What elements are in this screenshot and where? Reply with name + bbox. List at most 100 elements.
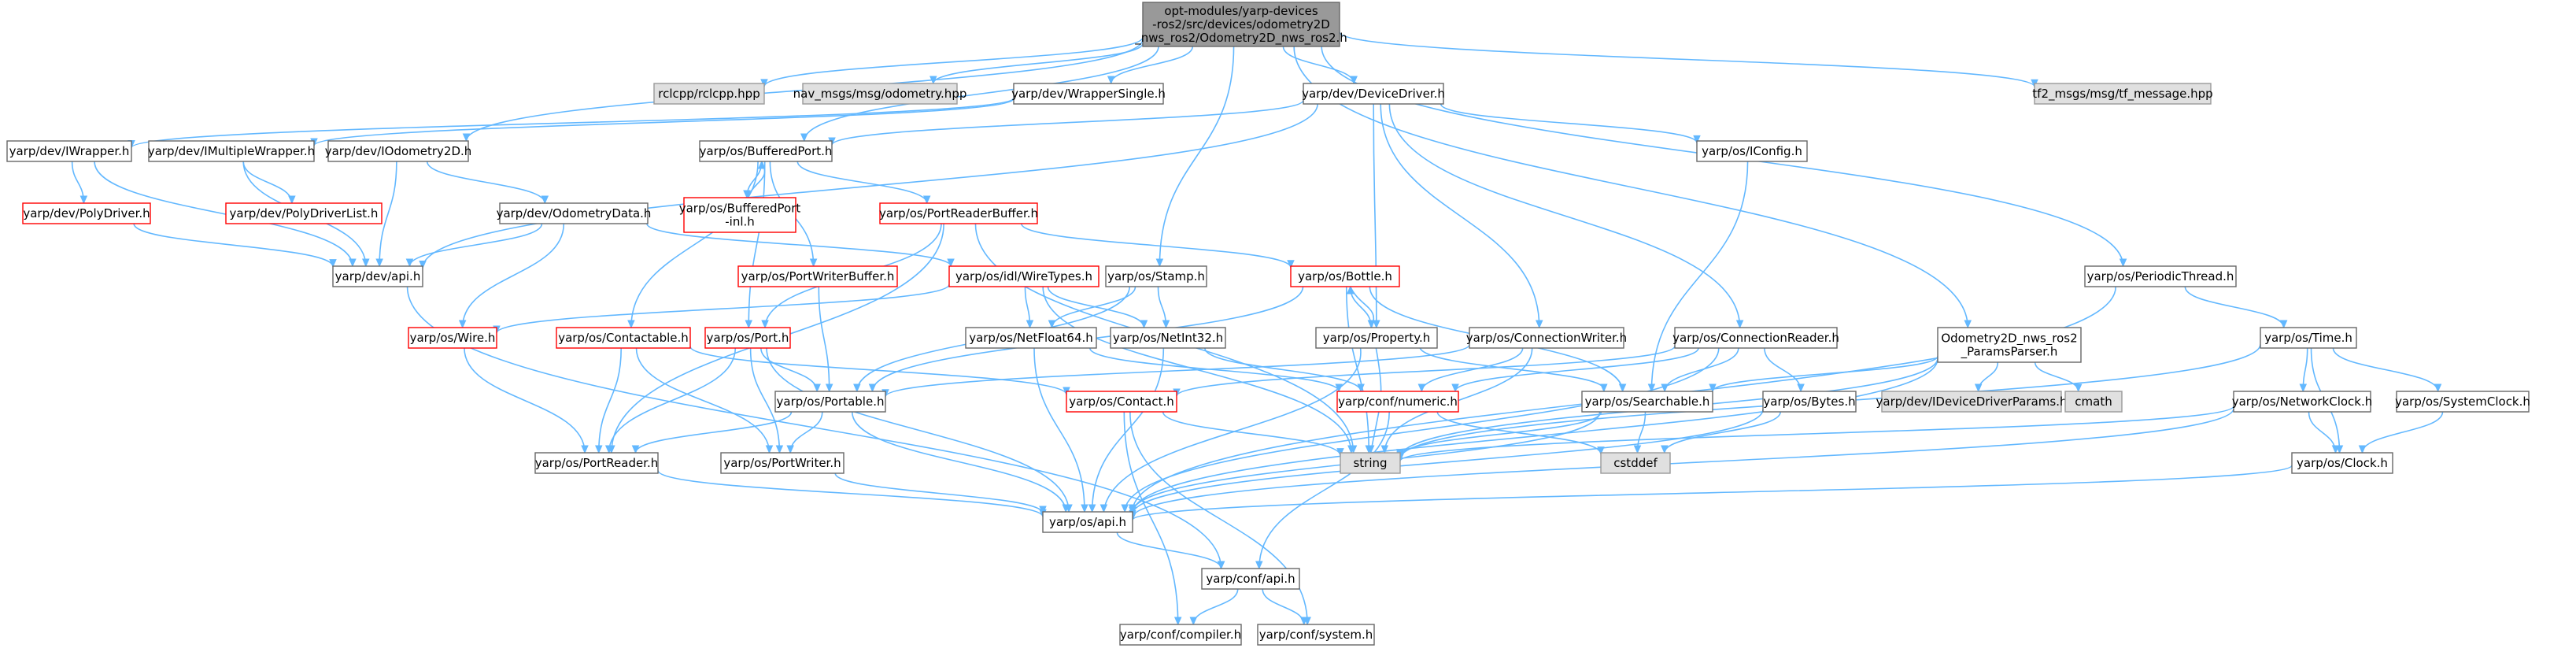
- node-systemclock[interactable]: yarp/os/SystemClock.h: [2395, 391, 2530, 413]
- node-wire[interactable]: yarp/os/Wire.h: [408, 327, 497, 349]
- node-root[interactable]: opt-modules/yarp-devices-ros2/src/device…: [1134, 2, 1347, 47]
- node-box[interactable]: [948, 265, 1100, 287]
- node-port[interactable]: yarp/os/Port.h: [704, 327, 791, 349]
- node-box[interactable]: [699, 140, 833, 162]
- node-box[interactable]: [1581, 391, 1713, 413]
- node-polydriver[interactable]: yarp/dev/PolyDriver.h: [22, 202, 151, 224]
- node-bufferedport[interactable]: yarp/os/BufferedPort.h: [699, 140, 833, 162]
- node-box[interactable]: [2084, 265, 2237, 287]
- node-box[interactable]: [1340, 452, 1401, 474]
- node-stamp[interactable]: yarp/os/Stamp.h: [1105, 265, 1207, 287]
- node-connectionreader[interactable]: yarp/os/ConnectionReader.h: [1672, 327, 1839, 349]
- node-portable[interactable]: yarp/os/Portable.h: [774, 391, 886, 413]
- node-box[interactable]: [1066, 391, 1177, 413]
- node-portwriter[interactable]: yarp/os/PortWriter.h: [720, 452, 844, 474]
- node-box[interactable]: [1105, 265, 1207, 287]
- node-odometrydata[interactable]: yarp/dev/OdometryData.h: [497, 202, 652, 224]
- node-box[interactable]: [1042, 511, 1133, 533]
- node-iodometry2d[interactable]: yarp/dev/IOdometry2D.h: [325, 140, 472, 162]
- node-portreaderbuffer[interactable]: yarp/os/PortReaderBuffer.h: [879, 202, 1038, 224]
- node-box[interactable]: [1336, 391, 1459, 413]
- node-box[interactable]: [556, 327, 691, 349]
- node-time[interactable]: yarp/os/Time.h: [2260, 327, 2357, 349]
- node-box[interactable]: [2291, 452, 2393, 474]
- node-box[interactable]: [22, 202, 151, 224]
- node-bottle[interactable]: yarp/os/Bottle.h: [1290, 265, 1400, 287]
- node-polydriverlist[interactable]: yarp/dev/PolyDriverList.h: [225, 202, 383, 224]
- node-box[interactable]: [1290, 265, 1400, 287]
- node-box[interactable]: [1201, 568, 1300, 590]
- node-box[interactable]: [704, 327, 791, 349]
- node-wrappersingle[interactable]: yarp/dev/WrapperSingle.h: [1011, 83, 1166, 105]
- node-box[interactable]: [1110, 327, 1226, 349]
- node-box[interactable]: [2260, 327, 2357, 349]
- node-searchable[interactable]: yarp/os/Searchable.h: [1581, 391, 1713, 413]
- node-clock[interactable]: yarp/os/Clock.h: [2291, 452, 2393, 474]
- node-box[interactable]: [965, 327, 1097, 349]
- node-box[interactable]: [499, 202, 649, 224]
- node-box[interactable]: [148, 140, 315, 162]
- node-contactable[interactable]: yarp/os/Contactable.h: [556, 327, 691, 349]
- node-string[interactable]: string: [1340, 452, 1401, 474]
- node-box[interactable]: [1674, 327, 1838, 349]
- node-netfloat64[interactable]: yarp/os/NetFloat64.h: [965, 327, 1097, 349]
- node-property[interactable]: yarp/os/Property.h: [1315, 327, 1438, 349]
- node-box[interactable]: [1142, 2, 1340, 47]
- node-box[interactable]: [2396, 391, 2530, 413]
- node-box[interactable]: [1469, 327, 1624, 349]
- node-box[interactable]: [332, 265, 423, 287]
- node-odomparams[interactable]: Odometry2D_nws_ros2_ParamsParser.h: [1937, 327, 2082, 363]
- node-devicedriver[interactable]: yarp/dev/DeviceDriver.h: [1302, 83, 1445, 105]
- node-box[interactable]: [1881, 391, 2062, 413]
- node-box[interactable]: [2034, 83, 2212, 105]
- node-periodicthread[interactable]: yarp/os/PeriodicThread.h: [2084, 265, 2237, 287]
- node-box[interactable]: [408, 327, 497, 349]
- node-bufferedportinl[interactable]: yarp/os/BufferedPort-inl.h: [679, 197, 801, 233]
- node-box[interactable]: [225, 202, 383, 224]
- node-box[interactable]: [1696, 140, 1808, 162]
- node-ideviceparams[interactable]: yarp/dev/IDeviceDriverParams.h: [1876, 391, 2068, 413]
- node-connectionwriter[interactable]: yarp/os/ConnectionWriter.h: [1466, 327, 1627, 349]
- node-box[interactable]: [720, 452, 844, 474]
- node-confapi[interactable]: yarp/conf/api.h: [1201, 568, 1300, 590]
- node-iwrapper[interactable]: yarp/dev/IWrapper.h: [6, 140, 132, 162]
- node-navmsgs[interactable]: nav_msgs/msg/odometry.hpp: [793, 83, 967, 105]
- node-box[interactable]: [653, 83, 765, 105]
- node-contact[interactable]: yarp/os/Contact.h: [1066, 391, 1177, 413]
- node-box[interactable]: [1013, 83, 1164, 105]
- node-networkclock[interactable]: yarp/os/NetworkClock.h: [2232, 391, 2373, 413]
- node-box[interactable]: [6, 140, 132, 162]
- node-tf2[interactable]: tf2_msgs/msg/tf_message.hpp: [2032, 83, 2213, 105]
- node-box[interactable]: [737, 265, 898, 287]
- node-box[interactable]: [327, 140, 469, 162]
- node-box[interactable]: [1119, 624, 1242, 646]
- node-box[interactable]: [1303, 83, 1444, 105]
- node-box[interactable]: [2064, 391, 2123, 413]
- node-box[interactable]: [1600, 452, 1671, 474]
- node-box[interactable]: [534, 452, 659, 474]
- node-wiretypes[interactable]: yarp/os/idl/WireTypes.h: [948, 265, 1100, 287]
- node-cmath[interactable]: cmath: [2064, 391, 2123, 413]
- node-cstddef[interactable]: cstddef: [1600, 452, 1671, 474]
- node-portwriterbuffer[interactable]: yarp/os/PortWriterBuffer.h: [737, 265, 898, 287]
- node-box[interactable]: [802, 83, 958, 105]
- node-box[interactable]: [1937, 327, 2082, 363]
- node-box[interactable]: [1257, 624, 1375, 646]
- node-box[interactable]: [1762, 391, 1857, 413]
- node-netint32[interactable]: yarp/os/NetInt32.h: [1110, 327, 1226, 349]
- node-box[interactable]: [879, 202, 1038, 224]
- node-box[interactable]: [774, 391, 886, 413]
- node-system[interactable]: yarp/conf/system.h: [1257, 624, 1375, 646]
- node-box[interactable]: [2233, 391, 2371, 413]
- node-box[interactable]: [683, 197, 796, 233]
- node-bytes[interactable]: yarp/os/Bytes.h: [1762, 391, 1857, 413]
- node-box[interactable]: [1315, 327, 1438, 349]
- node-compiler[interactable]: yarp/conf/compiler.h: [1119, 624, 1242, 646]
- node-numeric[interactable]: yarp/conf/numeric.h: [1336, 391, 1459, 413]
- node-portreader[interactable]: yarp/os/PortReader.h: [534, 452, 659, 474]
- node-imultiplewrapper[interactable]: yarp/dev/IMultipleWrapper.h: [148, 140, 315, 162]
- node-iconfig[interactable]: yarp/os/IConfig.h: [1696, 140, 1808, 162]
- node-devapi[interactable]: yarp/dev/api.h: [332, 265, 423, 287]
- node-rclcpp[interactable]: rclcpp/rclcpp.hpp: [653, 83, 765, 105]
- node-osapi[interactable]: yarp/os/api.h: [1042, 511, 1133, 533]
